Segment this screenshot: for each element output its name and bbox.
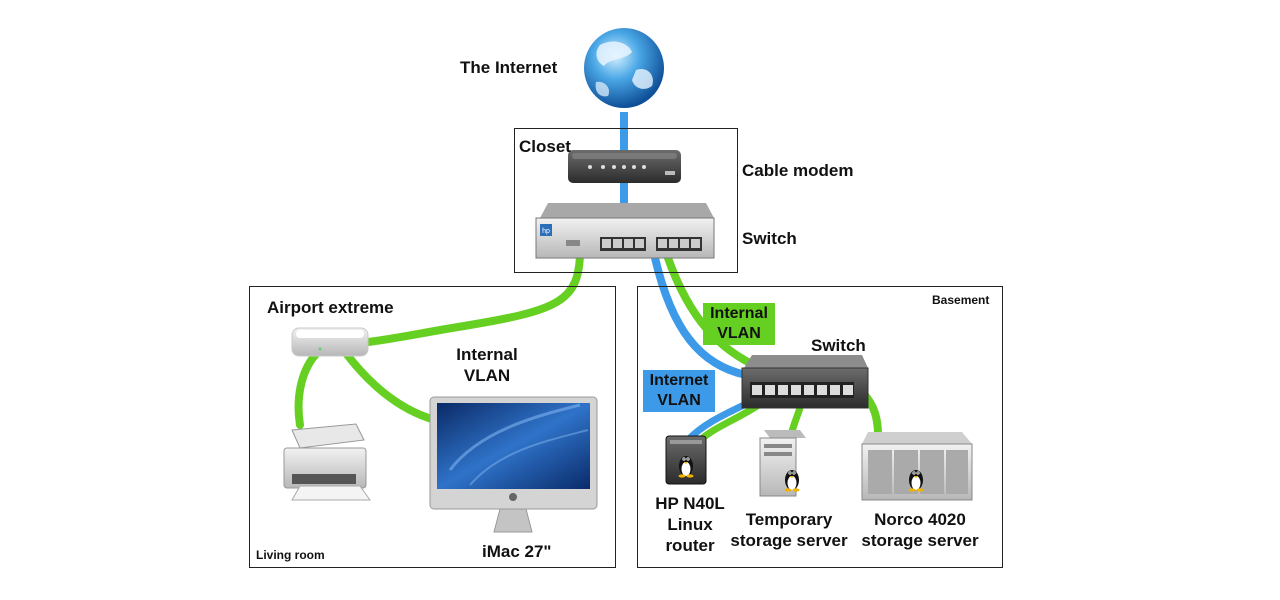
airport-extreme-icon	[291, 327, 369, 357]
hp-router-line3: router	[665, 536, 715, 555]
airport-label: Airport extreme	[267, 298, 394, 317]
norco-line1: Norco 4020	[874, 510, 966, 529]
hp-server-tux-icon	[665, 435, 707, 485]
norco-label: Norco 4020 storage server	[857, 509, 983, 551]
temp-storage-label: Temporary storage server	[726, 509, 852, 551]
imac-label: iMac 27"	[482, 542, 552, 561]
internet-vlan-line2: VLAN	[657, 392, 701, 409]
living-internal-vlan-label: Internal VLAN	[448, 344, 526, 386]
living-internal-vlan-line1: Internal	[456, 345, 518, 364]
hp-router-label: HP N40L Linux router	[645, 493, 735, 556]
globe-icon	[584, 28, 664, 108]
temp-storage-line1: Temporary	[745, 510, 833, 529]
printer-icon	[283, 423, 371, 501]
netgear-switch-icon	[741, 355, 869, 409]
cable-modem-label: Cable modem	[742, 161, 854, 180]
imac-icon	[429, 396, 598, 533]
basement-label: Basement	[932, 293, 990, 307]
internet-label: The Internet	[460, 58, 558, 77]
hp-switch-icon: hp	[535, 203, 715, 259]
temp-storage-line2: storage server	[730, 531, 848, 550]
svg-text:hp: hp	[542, 228, 550, 235]
internet-vlan-line1: Internet	[649, 372, 709, 389]
rack-server-tux-icon	[861, 432, 973, 501]
closet-label: Closet	[519, 137, 571, 156]
closet-to-airport-cable	[356, 251, 584, 347]
basement-internal-vlan-line2: VLAN	[717, 325, 761, 342]
internet-vlan-tag: Internet VLAN	[643, 370, 715, 412]
living-room-box	[249, 286, 616, 568]
tower-server-tux-icon	[759, 430, 806, 497]
closet-switch-label: Switch	[742, 229, 797, 248]
cable-modem-icon	[568, 150, 681, 183]
hp-router-line2: Linux	[667, 515, 713, 534]
airport-to-printer-cable	[294, 348, 322, 429]
basement-internal-vlan-tag: Internal VLAN	[703, 303, 775, 345]
basement-internal-vlan-line1: Internal	[710, 305, 768, 322]
basement-switch-label: Switch	[811, 336, 866, 355]
closet-to-basement-internet-cable	[651, 254, 750, 379]
closet-box	[514, 128, 738, 273]
norco-line2: storage server	[861, 531, 979, 550]
hp-router-line1: HP N40L	[655, 494, 725, 513]
living-internal-vlan-line2: VLAN	[463, 366, 511, 385]
living-room-label: Living room	[256, 548, 325, 562]
airport-to-imac-cable	[341, 348, 439, 424]
basement-box	[637, 286, 1003, 568]
